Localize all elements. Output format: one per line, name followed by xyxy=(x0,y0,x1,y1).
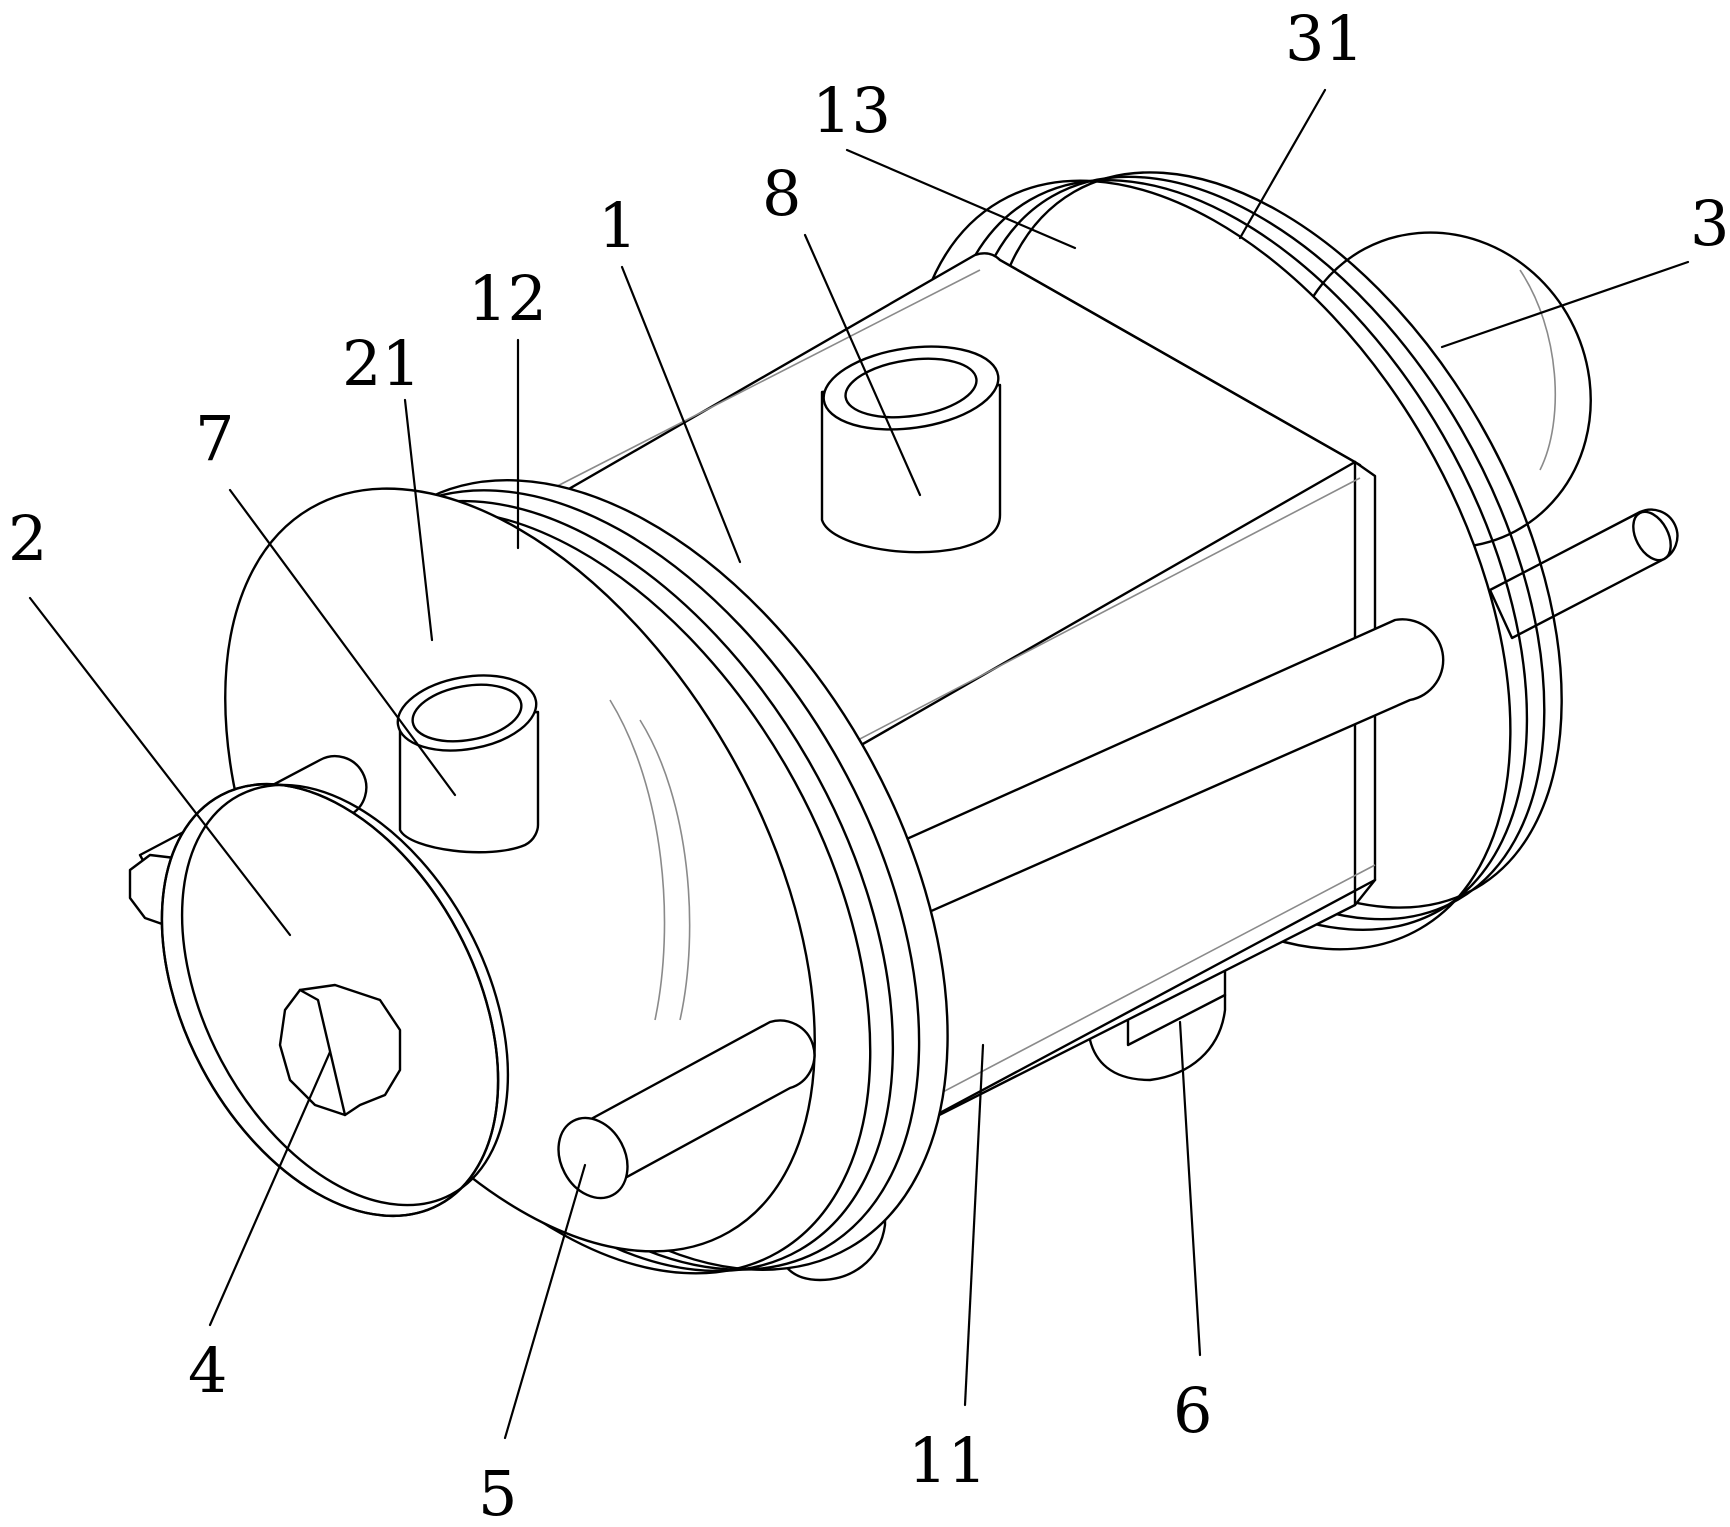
label-13: 13 xyxy=(812,74,891,147)
leader-2 xyxy=(28,596,292,937)
leader-11 xyxy=(963,1043,985,1407)
label-1: 1 xyxy=(598,189,637,262)
label-5: 5 xyxy=(478,1457,517,1527)
label-8: 8 xyxy=(762,157,801,230)
shaft-stub-4 xyxy=(278,983,402,1117)
front-tie-rod-5 xyxy=(557,1019,816,1200)
label-21: 21 xyxy=(342,327,421,400)
label-31: 31 xyxy=(1285,2,1364,75)
leader-21 xyxy=(403,398,434,642)
label-2: 2 xyxy=(8,502,47,575)
reference-numerals: 1 2 3 4 5 6 7 8 11 12 13 21 31 xyxy=(8,2,1729,1527)
label-6: 6 xyxy=(1173,1374,1212,1447)
label-11: 11 xyxy=(908,1424,987,1497)
label-7: 7 xyxy=(195,402,234,475)
leader-5 xyxy=(503,1163,587,1440)
leader-13 xyxy=(845,148,1077,250)
label-3: 3 xyxy=(1690,187,1729,260)
top-nozzle-8 xyxy=(820,345,1002,554)
leader-1 xyxy=(620,265,742,564)
leader-6 xyxy=(1178,1020,1202,1357)
leader-lines xyxy=(28,88,1690,1440)
leader-7 xyxy=(228,488,457,797)
leader-3 xyxy=(1440,260,1690,349)
left-nozzle-7 xyxy=(396,674,540,854)
leader-8 xyxy=(803,233,922,497)
leader-31 xyxy=(1238,88,1327,240)
right-tie-rod xyxy=(1488,508,1679,640)
label-4: 4 xyxy=(188,1334,227,1407)
label-12: 12 xyxy=(468,262,547,335)
leader-4 xyxy=(208,1050,332,1327)
